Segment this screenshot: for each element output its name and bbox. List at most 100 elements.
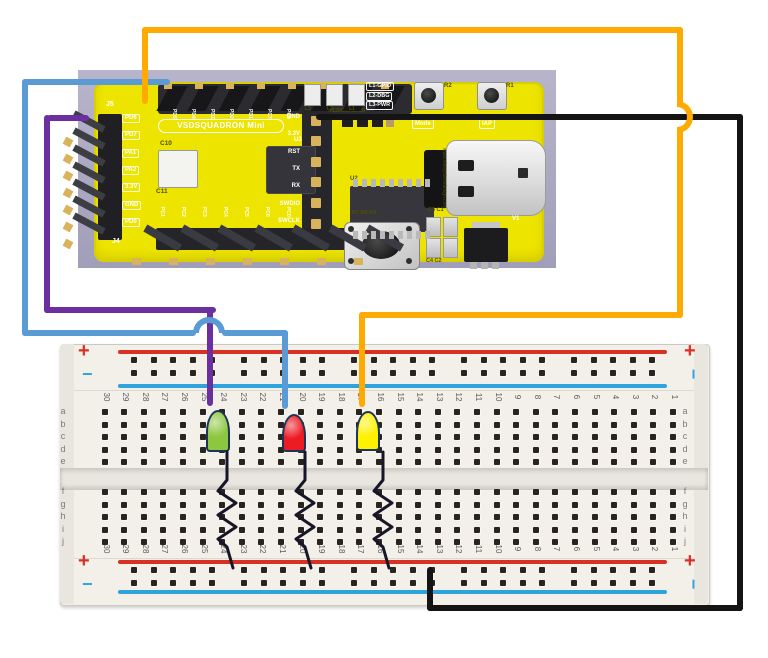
- j4-ref-label: J4: [112, 238, 120, 245]
- breadboard-hole: [454, 526, 461, 533]
- rail-hole: [480, 357, 487, 363]
- breadboard-hole: [513, 489, 520, 495]
- breadboard-hole: [532, 539, 539, 545]
- breadboard-hole: [278, 409, 284, 415]
- led-legend-label: L1-GPIO: [366, 82, 395, 91]
- breadboard-hole: [415, 421, 422, 428]
- breadboard-hole: [258, 526, 265, 533]
- breadboard-hole: [199, 526, 206, 533]
- rail-hole: [299, 370, 306, 376]
- rail-hole: [189, 580, 196, 586]
- rail-line: [118, 560, 667, 564]
- breadboard-hole: [140, 409, 147, 415]
- header-pin-pad: [311, 177, 321, 188]
- pin-label-right: RST: [288, 148, 300, 155]
- breadboard-hole: [180, 501, 186, 508]
- pin-label-left: PD0: [122, 217, 140, 227]
- breadboard-hole: [238, 446, 245, 453]
- breadboard-hole: [415, 539, 422, 545]
- breadboard-hole: [415, 434, 422, 440]
- rail-hole: [170, 580, 177, 586]
- rail-plus-symbol: +: [78, 340, 90, 362]
- breadboard-hole: [415, 489, 422, 495]
- rail-hole: [150, 357, 157, 363]
- breadboard-hole: [552, 434, 559, 440]
- rail-hole: [189, 357, 196, 363]
- chip-leg: [371, 231, 376, 239]
- rail-hole: [610, 567, 617, 573]
- breadboard-hole: [180, 446, 186, 453]
- rail-hole: [500, 357, 507, 363]
- row-letter: e: [60, 456, 66, 466]
- blue-wire-segment: [22, 330, 196, 336]
- chip-leg: [407, 179, 412, 187]
- rail-hole: [500, 580, 507, 586]
- breadboard-hole: [317, 434, 324, 440]
- breadboard-hole: [140, 514, 147, 520]
- rail-hole: [370, 357, 377, 363]
- breadboard-hole: [630, 514, 637, 520]
- breadboard-hole: [493, 459, 500, 465]
- breadboard-hole: [317, 539, 324, 545]
- breadboard-hole: [630, 446, 637, 453]
- breadboard-hole: [434, 489, 441, 495]
- breadboard-hole: [493, 514, 500, 520]
- breadboard-hole: [513, 526, 520, 533]
- pin-label-right: 3.3V: [287, 131, 300, 138]
- purple-wire-segment: [47, 115, 89, 121]
- header-pin-pad: [195, 83, 203, 89]
- rail-hole: [260, 357, 267, 363]
- breadboard-hole: [258, 459, 265, 465]
- breadboard-hole: [258, 514, 265, 520]
- breadboard-hole: [101, 539, 108, 545]
- orange-wire-segment: [142, 27, 683, 33]
- rail-hole: [299, 567, 306, 573]
- breadboard-hole: [160, 421, 167, 428]
- resistor-row-label: R12R11R10C5: [328, 108, 365, 114]
- regulator-tab: [472, 222, 500, 230]
- chip-leg: [416, 179, 421, 187]
- breadboard-hole: [297, 501, 304, 508]
- breadboard-hole: [180, 539, 186, 545]
- row-letter: e: [682, 456, 688, 466]
- pin-label-left: GND: [122, 200, 142, 210]
- breadboard-hole: [591, 501, 598, 508]
- rail-hole: [480, 370, 487, 376]
- breadboard-hole: [591, 539, 598, 545]
- breadboard-hole: [180, 459, 186, 465]
- v1-regulator: [464, 228, 508, 262]
- row-letter: d: [682, 443, 688, 454]
- breadboard-hole: [160, 434, 167, 440]
- chip-leg: [425, 179, 430, 187]
- breadboard-hole: [180, 409, 186, 415]
- breadboard-hole: [121, 514, 128, 520]
- breadboard-hole: [317, 446, 324, 453]
- breadboard-hole: [532, 434, 539, 440]
- breadboard-hole: [140, 501, 147, 508]
- row-letter: a: [60, 406, 66, 416]
- breadboard-hole: [591, 526, 598, 533]
- breadboard-hole: [650, 526, 657, 533]
- header-pin-pad: [280, 258, 289, 265]
- breadboard-hole: [238, 514, 245, 520]
- breadboard-hole: [258, 446, 265, 453]
- breadboard-hole: [493, 526, 500, 533]
- chip-leg: [425, 231, 430, 239]
- breadboard-hole: [670, 459, 676, 465]
- row-letter: i: [684, 523, 686, 534]
- led-legend-label: L2-DBG: [366, 91, 393, 101]
- breadboard-hole: [454, 446, 461, 453]
- breadboard-hole: [356, 501, 363, 508]
- breadboard-hole: [611, 421, 618, 428]
- rail-hole: [131, 567, 137, 573]
- breadboard-hole: [493, 501, 500, 508]
- mode-button-cap: [421, 88, 436, 103]
- board-led: [304, 84, 321, 106]
- row-letter: c: [682, 431, 688, 441]
- breadboard-hole: [650, 489, 657, 495]
- smd-component: [342, 118, 353, 127]
- breadboard-hole: [238, 409, 245, 415]
- iap-button: [477, 82, 507, 110]
